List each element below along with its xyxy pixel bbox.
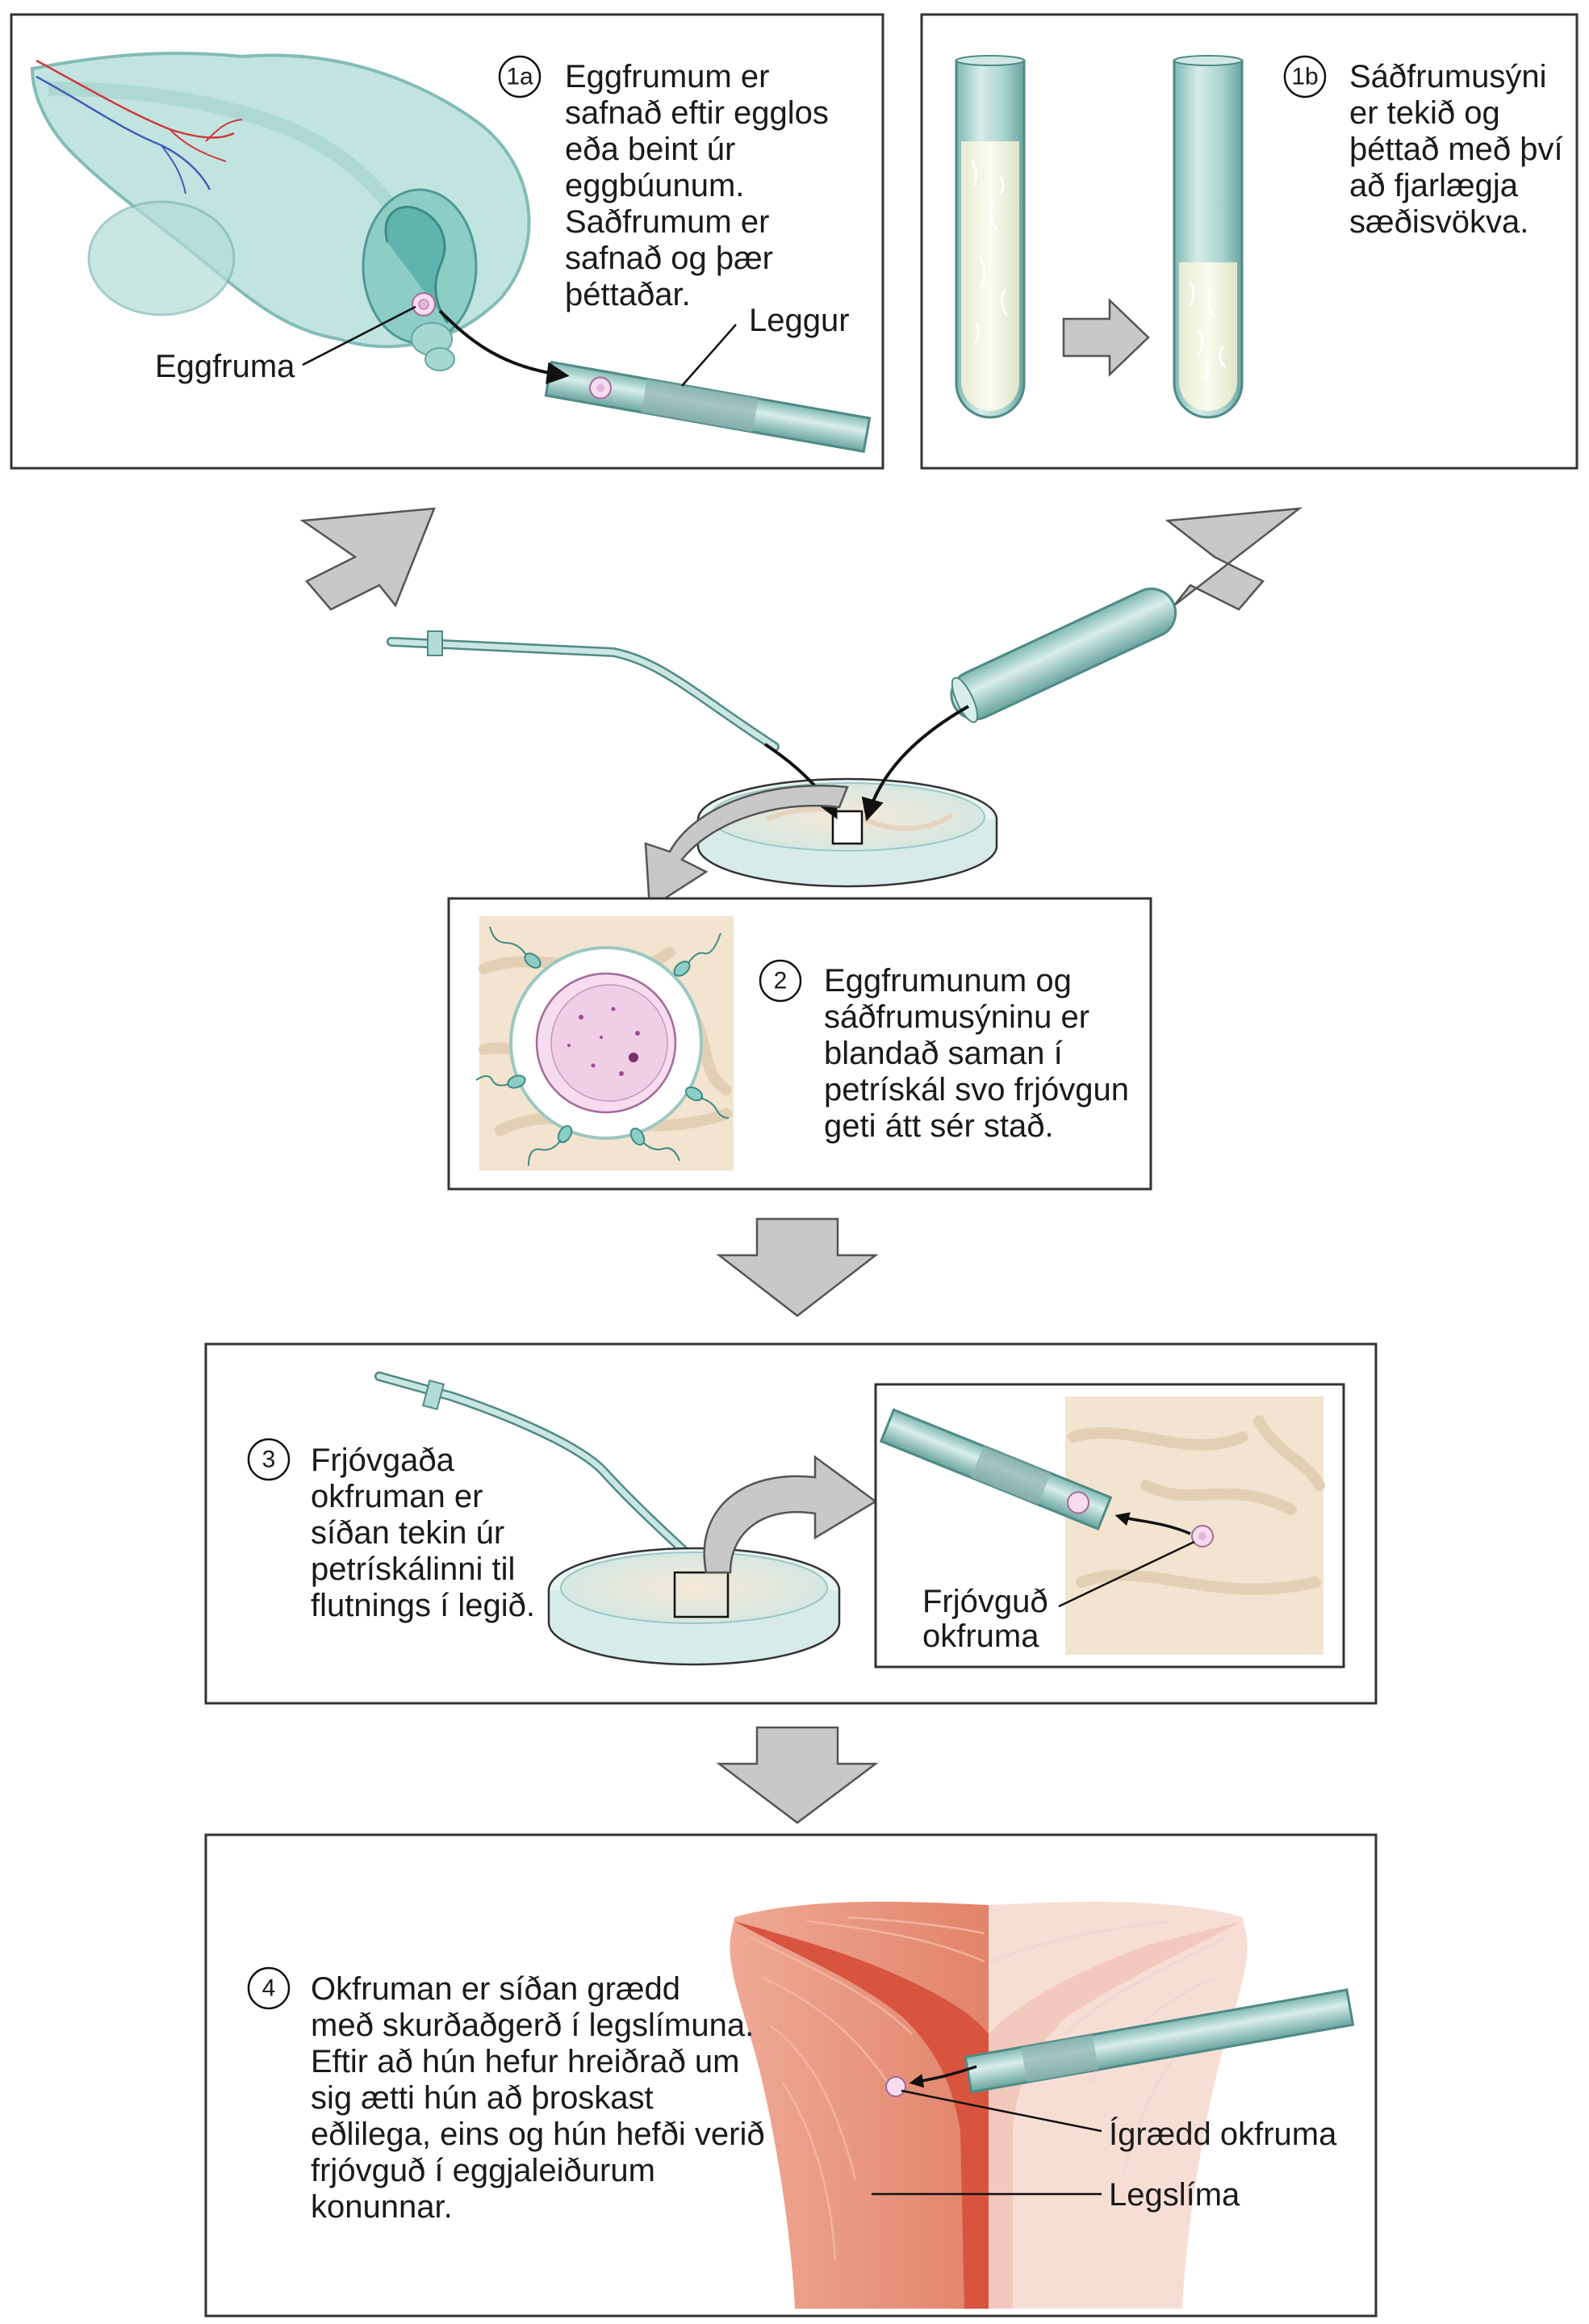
step-1a-number: 1a xyxy=(506,64,533,90)
panel-1a: Eggfruma Leggur 1a Eggfrumum er safnað e… xyxy=(10,13,884,470)
catheter-1a xyxy=(544,360,872,454)
label-legslima: Legslíma xyxy=(1109,2177,1240,2213)
petri-dish-mixing xyxy=(387,587,1177,888)
step-4-badge xyxy=(247,1966,291,2010)
step-1b-text: Sáðfrumusýni er tekið og þéttað með því … xyxy=(1349,59,1572,240)
step-2-text: Eggfrumunum og sáðfrumusýninu er blandað… xyxy=(824,963,1138,1144)
step-1b-number: 1b xyxy=(1291,64,1318,90)
down-arrow-1 xyxy=(716,1217,879,1317)
ovary-illustration xyxy=(30,51,531,371)
zoom-arrow-step3 xyxy=(703,1455,878,1574)
label-eggfruma: Eggfruma xyxy=(155,349,295,384)
step-1a-badge xyxy=(498,55,542,98)
test-tube-before xyxy=(955,55,1026,419)
frjovgud-callout-line xyxy=(1058,1540,1195,1608)
leggur-callout-line xyxy=(681,324,737,387)
merge-arrow-right xyxy=(1165,507,1303,611)
panel-1b: 1b Sáðfrumusýni er tekið og þéttað með þ… xyxy=(920,13,1579,470)
step-1b-badge xyxy=(1283,55,1327,98)
test-tube-after xyxy=(1173,55,1244,419)
transfer-arrow-1a xyxy=(438,309,570,385)
panel-3: Frjóvguð okfruma 3 Frjóvgaða okfruman er… xyxy=(204,1342,1378,1705)
catheter-4 xyxy=(964,1988,1355,2094)
step-4-number: 4 xyxy=(262,1975,276,2002)
label-leggur: Leggur xyxy=(749,303,850,338)
concentrate-arrow xyxy=(1062,298,1150,377)
implanted-zygote xyxy=(885,2076,906,2097)
down-arrow-2 xyxy=(716,1726,879,1824)
step-3-text: Frjóvgaða okfruman er síðan tekin úr pet… xyxy=(311,1443,535,1623)
step-3-number: 3 xyxy=(262,1447,276,1473)
panel-2: 2 Eggfrumunum og sáðfrumusýninu er bland… xyxy=(447,897,1152,1191)
label-igraedd-okfruma: Ígrædd okfruma xyxy=(1109,2116,1337,2152)
step-2-number: 2 xyxy=(774,968,788,995)
step-1a-text: Eggfrumum er safnað eftir egglos eða bei… xyxy=(565,59,838,312)
eggfruma-callout-line xyxy=(302,305,416,366)
uterus-illustration xyxy=(730,1901,1248,2309)
step-3-badge xyxy=(247,1438,291,1481)
step-2-badge xyxy=(759,959,802,1003)
zoom-arrow-step2 xyxy=(644,785,849,911)
panel-4: Ígrædd okfruma Legslíma 4 Okfruman er sí… xyxy=(204,1833,1378,2318)
label-frjovgud-okfruma: Frjóvguð okfruma xyxy=(922,1584,1057,1654)
step-4-text: Okfruman er síðan grædd með skurðaðgerð … xyxy=(311,1971,774,2225)
igraedd-callout-line xyxy=(901,2089,1102,2133)
merge-arrow-left xyxy=(299,507,436,611)
